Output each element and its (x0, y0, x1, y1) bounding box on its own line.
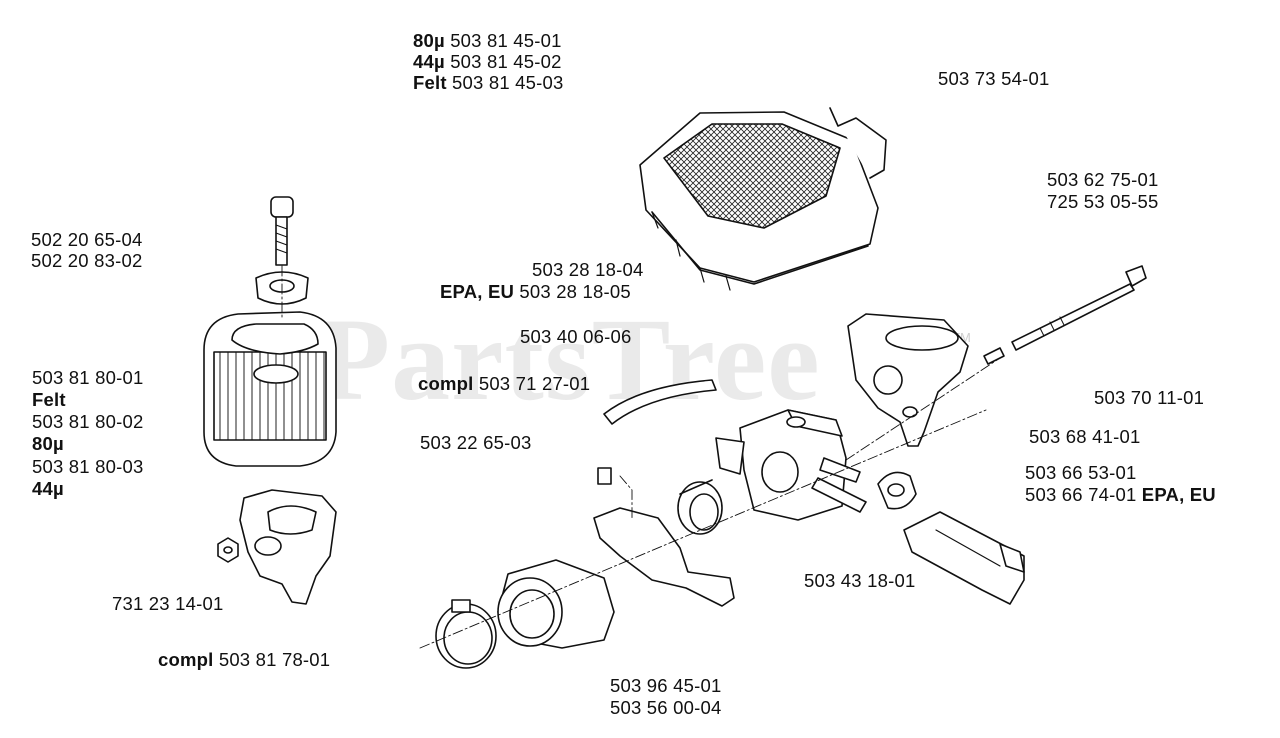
label-gasket: 503 68 41-01 (1029, 426, 1141, 447)
choke-lever-part (877, 471, 917, 510)
label-filter-80-number: 503 81 45-01 (450, 30, 562, 51)
label-hose-compl-number: 503 71 27-01 (478, 373, 591, 394)
label-bolt-2: 725 53 05-55 (1047, 191, 1159, 212)
label-filter-left-4: 80µ (32, 433, 64, 454)
label-base-compl: compl 503 81 78-01 (158, 649, 330, 671)
label-hose-compl-tag: compl (418, 373, 474, 394)
label-hose: 503 40 06-06 (520, 326, 632, 347)
carb-housing-part (847, 313, 969, 447)
label-filter-left-5: 503 81 80-03 (32, 456, 144, 477)
label-screw-1: 502 20 65-04 (31, 229, 143, 250)
label-nut: 731 23 14-01 (112, 593, 224, 614)
label-carb-2-number: 503 28 18-05 (519, 281, 631, 302)
watermark-text: PartsTree (318, 294, 821, 425)
label-filter-left-3: 503 81 80-02 (32, 411, 144, 432)
label-lever-2-number: 503 66 74-01 (1025, 484, 1137, 505)
label-hose-compl: compl 503 71 27-01 (418, 373, 590, 395)
label-boot-2: 503 56 00-04 (610, 697, 722, 718)
label-filter-left-6: 44µ (32, 478, 64, 499)
carburetor-part (715, 409, 867, 521)
label-part-22: 503 22 65-03 (420, 432, 532, 453)
filter-base-part (239, 489, 337, 605)
filter-cover-part (639, 107, 887, 291)
label-filter-felt-grade: Felt (413, 72, 447, 93)
label-boot-1: 503 96 45-01 (610, 675, 722, 696)
air-filter-part (203, 311, 337, 467)
label-bolt-1: 503 62 75-01 (1047, 169, 1159, 190)
label-filter-left-1: 503 81 80-01 (32, 367, 144, 388)
label-filter-felt-number: 503 81 45-03 (452, 72, 564, 93)
fuel-hose-part (603, 379, 717, 425)
label-base-compl-tag: compl (158, 649, 214, 670)
label-carb-2-region: EPA, EU (440, 281, 515, 302)
label-rod: 503 70 11-01 (1094, 387, 1205, 408)
label-filter-felt: Felt 503 81 45-03 (413, 72, 564, 94)
long-bolt-part (983, 265, 1147, 365)
hose-clamp-part (435, 599, 497, 669)
label-filter-44-grade: 44µ (413, 51, 445, 72)
label-cover: 503 73 54-01 (938, 68, 1050, 89)
label-filter-left-2: Felt (32, 389, 66, 410)
label-filter-80: 80µ 503 81 45-01 (413, 30, 562, 52)
label-lever-2: 503 66 74-01 EPA, EU (1025, 484, 1216, 506)
label-filter-44-number: 503 81 45-02 (450, 51, 562, 72)
label-carb-2: EPA, EU 503 28 18-05 (440, 281, 631, 303)
label-lever-2-region: EPA, EU (1141, 484, 1216, 505)
label-lever-1: 503 66 53-01 (1025, 462, 1137, 483)
intake-boot-part (497, 559, 615, 649)
label-filter-44: 44µ 503 81 45-02 (413, 51, 562, 73)
intake-ring-part (677, 479, 723, 535)
screw-part (270, 196, 294, 266)
label-carb-1: 503 28 18-04 (532, 259, 644, 280)
slide-plate-part (903, 511, 1025, 605)
label-plate: 503 43 18-01 (804, 570, 916, 591)
label-filter-80-grade: 80µ (413, 30, 445, 51)
label-base-compl-number: 503 81 78-01 (218, 649, 331, 670)
bracket-part (593, 467, 735, 607)
label-screw-2: 502 20 83-02 (31, 250, 143, 271)
small-nut-part (217, 537, 239, 563)
